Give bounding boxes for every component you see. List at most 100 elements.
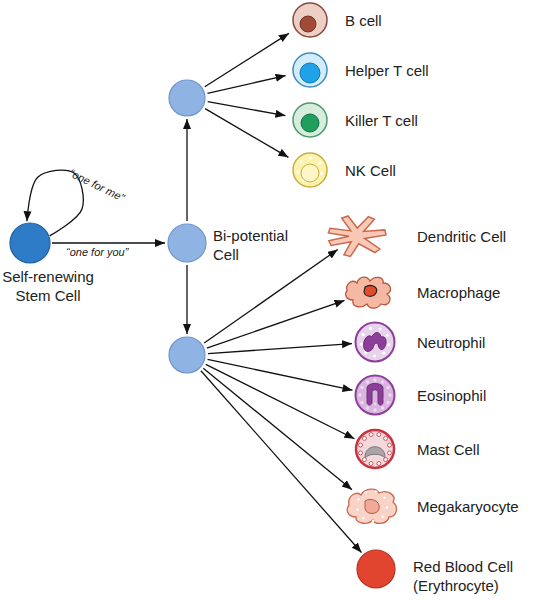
cell-part [386,334,389,337]
cell-node: Red Blood Cell (Erythrocyte) [356,549,396,589]
cell-part [386,506,388,508]
lineage-arrow [186,265,187,334]
cell-shape [354,374,396,416]
cell-node: Self-renewing Stem Cell [9,222,51,264]
cell-part [386,401,389,404]
cell-part [369,433,373,437]
cell-part [373,408,376,411]
cell-label: Macrophage [417,283,500,302]
lineage-arrow [208,102,286,116]
cell-shape [292,152,328,188]
cell-node: Killer T cell [292,102,328,138]
cell-part [320,172,323,175]
cell-shape [292,102,328,138]
edge-label: “one for me” [67,167,126,204]
cell-shape [343,485,401,527]
cell-label: Red Blood Cell (Erythrocyte) [413,557,538,595]
cell-shape [168,336,206,374]
cell-part [301,114,319,132]
cell-part [367,384,383,406]
cell-label: Bi-potential Cell [213,226,303,264]
cell-part [309,156,312,159]
cell-part [365,447,385,458]
cell-part [388,393,391,396]
cell-part [293,3,327,37]
cell-node: Macrophage [343,273,395,311]
cell-part [347,489,396,523]
cell-part [388,443,392,447]
cell-part [381,516,383,518]
lineage-arrow [52,242,165,243]
cell-part [387,343,390,346]
cell-label: Eosinophil [417,386,486,405]
cell-part [300,63,320,83]
progenitor-cell [168,79,206,117]
cell-part [366,380,369,383]
cell-part [318,162,321,165]
cell-part [365,499,379,513]
cell-label: Killer T cell [345,111,418,130]
lineage-arrow [201,371,362,553]
cell-node: Mast Cell [354,428,396,470]
cell-part [365,491,367,493]
cell-label: Self-renewing Stem Cell [0,267,108,305]
cell-label: B cell [345,11,382,30]
cell-node: Bi-potential Cell [167,223,207,263]
cell-part [362,436,366,440]
cell-node: Neutrophil [354,321,396,363]
cell-shape [292,52,328,88]
cell-part [297,170,300,173]
lineage-arrow [207,300,345,348]
cell-part [328,216,386,257]
cell-shape [354,321,396,363]
cell-part [384,458,388,462]
cell-part [301,164,319,182]
lineage-arrow [186,119,187,221]
cell-shape [326,213,388,259]
cell-shape [9,222,51,264]
cell-part [359,451,363,455]
cell-part [373,378,376,381]
cell-part [359,443,363,447]
cell-part [372,520,374,522]
cell-part [364,285,377,296]
cell-part [360,401,363,404]
cell-part [377,433,381,437]
cell-node: NK Cell [292,152,328,188]
cell-part [300,160,303,163]
cell-part [362,333,365,336]
cell-part [293,103,327,137]
cell-part [362,517,364,519]
cell-label: Mast Cell [417,440,480,459]
cell-part [374,403,377,406]
cell-part [384,436,388,440]
cell-part [375,490,377,492]
cell-label: Megakaryocyte [417,497,519,516]
cell-label: Neutrophil [417,333,485,352]
cell-node: Dendritic Cell [326,213,388,259]
lineage-arrow [203,368,352,489]
cell-part [346,277,391,308]
cell-part [358,393,361,396]
cell-part [169,337,205,373]
cell-part [356,509,358,511]
edge-label: “one for you” [66,246,128,258]
cell-shape [168,79,206,117]
cell-part [360,343,363,346]
cell-part [356,430,394,468]
lineage-arrow [208,359,353,390]
cell-part [168,224,206,262]
cell-node: Megakaryocyte [343,485,401,527]
cell-part [356,376,395,415]
cell-part [382,351,385,354]
cell-part [373,354,376,357]
lineage-arrow [206,364,355,438]
cell-part [366,406,369,409]
cell-part [293,53,327,87]
lineage-arrow [205,33,289,86]
cell-part [356,323,395,362]
cell-part [364,333,387,352]
cell-part [357,498,359,500]
lineage-arrow [205,109,288,158]
